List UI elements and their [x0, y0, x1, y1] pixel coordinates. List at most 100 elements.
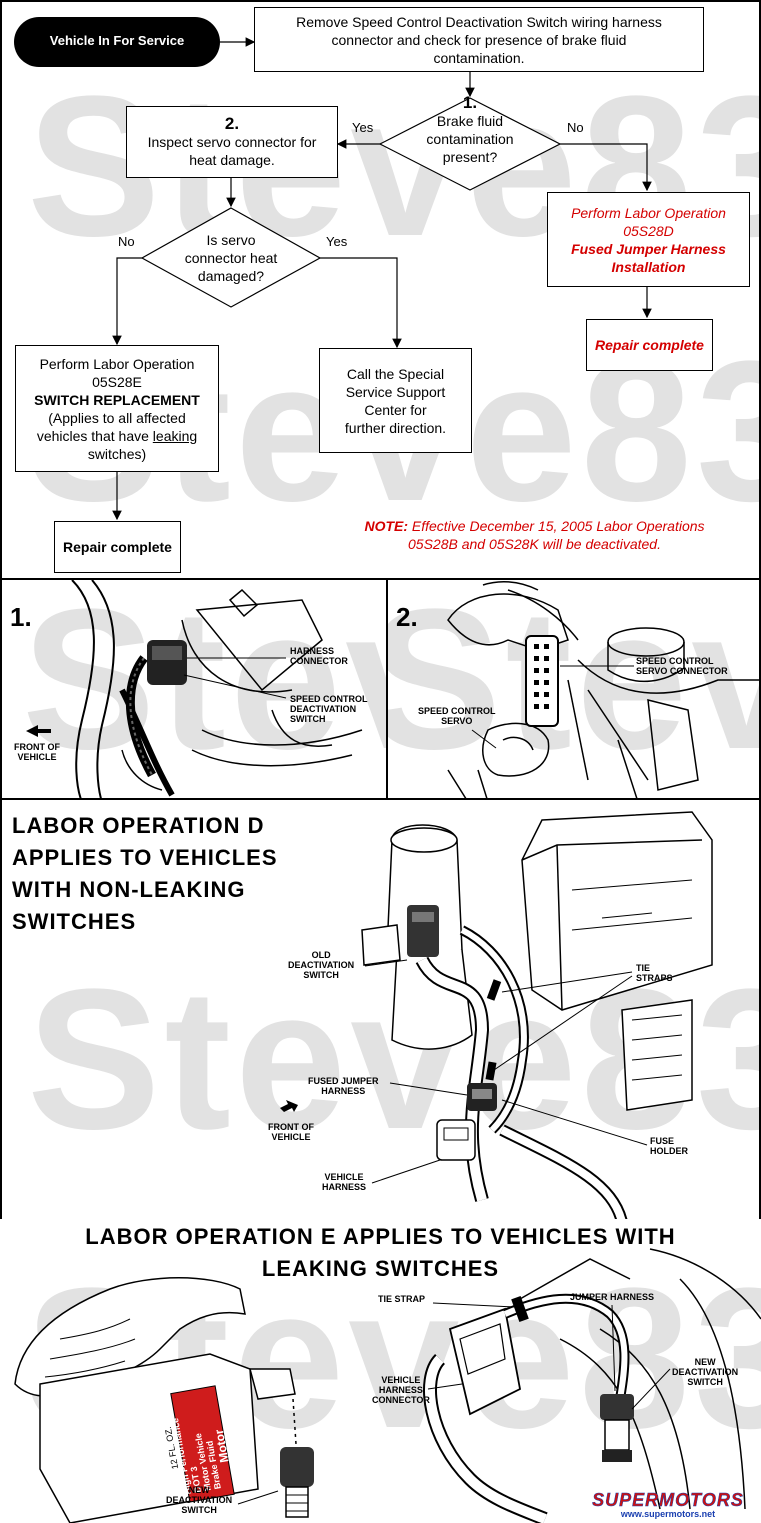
step-2-number: 2.: [224, 114, 240, 133]
decision-1-line: Brake fluid: [436, 113, 504, 129]
heading-line: APPLIES TO VEHICLES: [12, 845, 278, 870]
labor-op-d-illustration: [280, 811, 713, 1219]
label-line: FUSED JUMPER: [308, 1076, 379, 1086]
repair-complete-d-box: Repair complete: [586, 319, 713, 371]
label-line: HOLDER: [650, 1146, 688, 1156]
label-line: DEACTIVATION: [166, 1495, 233, 1505]
remove-step-line: connector and check for presence of brak…: [331, 31, 627, 48]
label-line: FRONT OF: [14, 742, 60, 752]
servo-label: SPEED CONTROL SERVO: [418, 706, 496, 726]
labor-op-e-code: 05S28E: [92, 373, 142, 390]
start-pill-shape: [14, 17, 220, 67]
heading-line: SWITCHES: [12, 909, 137, 934]
note-text: Effective December 15, 2005 Labor Operat…: [408, 518, 705, 534]
labor-op-e-note-emphasis: leaking: [152, 427, 198, 444]
labor-op-d-title: Perform Labor Operation: [571, 204, 726, 221]
decision-1-line: contamination: [426, 131, 514, 147]
repair-complete-e-box: Repair complete: [54, 521, 181, 573]
labor-op-d-code: 05S28D: [623, 222, 674, 239]
fuse-holder-label: FUSE HOLDER: [650, 1136, 688, 1156]
note-label: NOTE:: [364, 518, 409, 534]
call-support-line: Call the Special: [346, 365, 445, 382]
front-of-vehicle-label: FRONT OF VEHICLE: [14, 742, 60, 762]
labor-op-e-illustration: [14, 1248, 761, 1523]
decision-1-number: 1.: [462, 93, 478, 112]
jumper-harness-label: JUMPER HARNESS: [570, 1292, 655, 1302]
watermark: Steve83: [388, 578, 759, 791]
harness-connector-shape: [147, 640, 187, 685]
note-line: NOTE: Effective December 15, 2005 Labor …: [332, 517, 737, 535]
label-line: SERVO CONNECTOR: [636, 666, 728, 676]
label-line: VEHICLE: [271, 1132, 311, 1142]
call-support-box: Call the Special Service Support Center …: [319, 348, 472, 453]
label-line: DEACTIVATION: [288, 960, 355, 970]
label-line: SWITCH: [290, 714, 326, 724]
remove-switch-step-box: Remove Speed Control Deactivation Switch…: [254, 7, 704, 72]
decision-2-line: connector heat: [184, 250, 278, 266]
supermotors-logo: SUPERMOTORS www.supermotors.net: [578, 1491, 758, 1519]
labor-op-d-heading: LABOR OPERATION D APPLIES TO VEHICLES WI…: [12, 810, 278, 938]
new-switch-left-shape: [280, 1447, 314, 1518]
remove-step-line: Remove Speed Control Deactivation Switch…: [296, 13, 662, 30]
label-line: HARNESS: [378, 1385, 423, 1395]
labor-op-e-name: SWITCH REPLACEMENT: [34, 391, 200, 408]
label-line: HARNESS: [321, 1086, 366, 1096]
figure-2-panel: Steve83: [386, 578, 761, 800]
note-line: 05S28B and 05S28K will be deactivated.: [408, 536, 661, 552]
repair-complete-label: Repair complete: [595, 337, 704, 353]
label-line: SWITCH: [181, 1505, 217, 1515]
old-switch-shape: [407, 905, 439, 957]
labor-op-e-note: (Applies to all affected: [48, 409, 186, 426]
decision-1-text: 1. Brake fluid contamination present?: [400, 94, 540, 166]
label-line: SWITCH: [687, 1377, 723, 1387]
yes-label-1: Yes: [352, 120, 374, 135]
call-support-line: further direction.: [344, 419, 447, 436]
labor-op-e-heading: LABOR OPERATION E APPLIES TO VEHICLES WI…: [0, 1221, 761, 1285]
harness-connector-label: HARNESS CONNECTOR: [290, 646, 348, 666]
old-switch-label: OLD DEACTIVATION SWITCH: [288, 950, 354, 980]
label-line: DEACTIVATION: [290, 704, 357, 714]
new-switch-right-shape: [600, 1394, 634, 1462]
tie-straps-label: TIE STRAPS: [636, 963, 673, 983]
logo-brand: SUPERMOTORS: [592, 1490, 744, 1510]
label-line: HARNESS: [322, 1182, 367, 1192]
label-line: VEHICLE: [17, 752, 57, 762]
decision-2-text: Is servo connector heat damaged?: [166, 231, 296, 285]
logo-url: www.supermotors.net: [620, 1509, 716, 1519]
labor-op-d-box: Perform Labor Operation 05S28D Fused Jum…: [547, 192, 750, 287]
inspect-servo-step-box: 2. Inspect servo connector for heat dama…: [126, 106, 338, 178]
labor-op-e-title: Perform Labor Operation: [39, 355, 195, 372]
figure-1-panel: Steve83 1. HARNESS CONNECTOR: [0, 578, 388, 800]
yes-label-2: Yes: [326, 234, 348, 249]
flowchart-connectors: [14, 17, 652, 521]
label-line: STRAPS: [636, 973, 673, 983]
vehicle-harness-label: VEHICLE HARNESS: [322, 1172, 366, 1192]
deactivation-note: NOTE: Effective December 15, 2005 Labor …: [332, 517, 737, 553]
front-of-vehicle-label: FRONT OF VEHICLE: [268, 1122, 314, 1142]
decision-diamond-2: [140, 207, 322, 308]
figure-2-illustration: [447, 580, 759, 798]
deactivation-switch-label: SPEED CONTROL DEACTIVATION SWITCH: [290, 694, 368, 724]
decision-1-line: present?: [442, 149, 498, 165]
label-line: VEHICLE: [324, 1172, 364, 1182]
step-2-line: Inspect servo connector for: [147, 134, 317, 150]
servo-connector-shape: [525, 635, 559, 727]
decision-2-line: Is servo: [206, 232, 256, 248]
start-label: Vehicle In For Service: [49, 33, 185, 48]
new-switch-right-label: NEW DEACTIVATION SWITCH: [672, 1357, 738, 1387]
labor-op-d-panel: Steve83 LABOR OPERATION D APPLIES TO VEH…: [0, 798, 761, 1221]
flowchart-panel: Steve83 Steve83 Vehicle In For Serv: [0, 0, 761, 580]
vehicle-harness-connector-shape: [436, 1119, 476, 1161]
figure-1-illustration: [26, 580, 363, 798]
labor-op-d-name: Fused Jumper Harness: [571, 240, 726, 257]
label-line: SPEED CONTROL: [290, 694, 368, 704]
label-line: FUSE: [650, 1136, 675, 1146]
labor-op-e-panel: Steve83 LABOR OPERATION E APPLIES TO VEH…: [0, 1219, 761, 1523]
heading-line: LEAKING SWITCHES: [261, 1256, 500, 1281]
label-line: SERVO: [441, 716, 473, 726]
labor-op-e-note: switches): [87, 445, 147, 462]
label-line: NEW: [694, 1357, 716, 1367]
decision-diamond-1: [378, 97, 562, 191]
step-2-line: heat damage.: [189, 152, 275, 168]
call-support-line: Service Support: [345, 383, 446, 400]
